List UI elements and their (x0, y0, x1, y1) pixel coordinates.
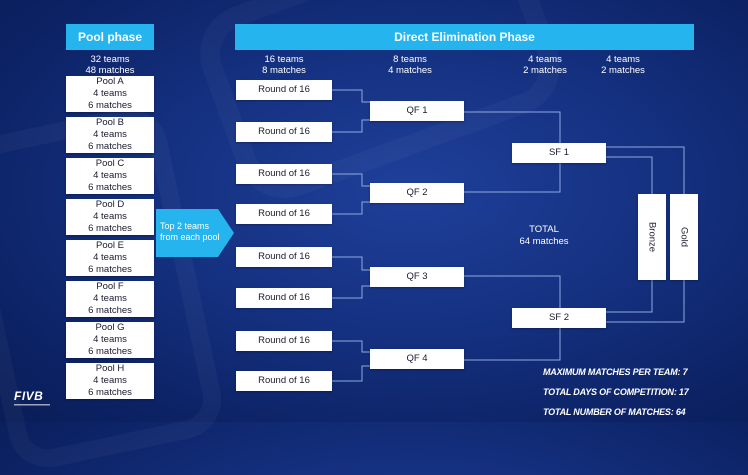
column-matches: 2 matches (601, 65, 645, 76)
pool-teams: 4 teams (93, 252, 127, 263)
pool-h-box: Pool H 4 teams 6 matches (66, 363, 154, 399)
pool-name: Pool C (95, 158, 125, 169)
pool-name: Pool H (95, 363, 125, 374)
pool-teams: 4 teams (93, 293, 127, 304)
pool-matches: 6 matches (88, 346, 132, 357)
pool-matches: 6 matches (88, 305, 132, 316)
column-matches: 4 matches (388, 65, 432, 76)
round16-match-2: Round of 16 (236, 122, 332, 142)
pool-matches: 6 matches (88, 100, 132, 111)
pool-teams: 4 teams (93, 375, 127, 386)
pool-teams: 4 teams (93, 211, 127, 222)
pool-name: Pool B (96, 117, 124, 128)
pool-g-box: Pool G 4 teams 6 matches (66, 322, 154, 358)
pool-name: Pool G (95, 322, 125, 333)
pool-e-box: Pool E 4 teams 6 matches (66, 240, 154, 276)
fivb-logo: FIVB (14, 389, 44, 403)
quarterfinal-2: QF 2 (370, 183, 464, 203)
logo-tagline-icon (14, 404, 50, 406)
pool-a-box: Pool A 4 teams 6 matches (66, 76, 154, 112)
pool-matches: 6 matches (88, 264, 132, 275)
pool-phase-header: Pool phase (66, 24, 154, 50)
quarterfinal-1: QF 1 (370, 101, 464, 121)
pool-teams: 4 teams (93, 129, 127, 140)
stat-total-days: TOTAL DAYS OF COMPETITION: 17 (543, 387, 689, 397)
column-matches: 8 matches (262, 65, 306, 76)
pool-matches-count: 48 matches (85, 65, 135, 76)
column-teams: 16 teams (264, 54, 304, 65)
advance-arrow-icon (156, 209, 234, 257)
quarterfinal-4: QF 4 (370, 349, 464, 369)
pool-teams: 4 teams (93, 334, 127, 345)
round16-match-7: Round of 16 (236, 331, 332, 351)
bronze-label: Bronze (646, 221, 658, 253)
pool-name: Pool D (95, 199, 125, 210)
elimination-phase-header: Direct Elimination Phase (235, 24, 694, 50)
round16-match-3: Round of 16 (236, 164, 332, 184)
pool-name: Pool A (96, 76, 124, 87)
pool-matches: 6 matches (88, 223, 132, 234)
pool-matches: 6 matches (88, 182, 132, 193)
round16-match-8: Round of 16 (236, 371, 332, 391)
pool-teams-count: 32 teams (90, 54, 130, 65)
stat-max-matches: MAXIMUM MATCHES PER TEAM: 7 (543, 367, 688, 377)
pool-c-box: Pool C 4 teams 6 matches (66, 158, 154, 194)
column-teams: 4 teams (606, 54, 640, 65)
pool-matches: 6 matches (88, 387, 132, 398)
column-matches: 2 matches (523, 65, 567, 76)
pool-teams: 4 teams (93, 88, 127, 99)
total-matches: TOTAL 64 matches (508, 224, 580, 248)
quarterfinal-3: QF 3 (370, 267, 464, 287)
stat-total-matches: TOTAL NUMBER OF MATCHES: 64 (543, 407, 686, 417)
column-summary-r16: 16 teams 8 matches (244, 54, 324, 76)
pool-teams: 4 teams (93, 170, 127, 181)
round16-match-1: Round of 16 (236, 80, 332, 100)
pool-phase-summary: 32 teams 48 matches (66, 54, 154, 76)
column-teams: 4 teams (528, 54, 562, 65)
bracket-lines (332, 89, 685, 382)
round16-match-4: Round of 16 (236, 204, 332, 224)
column-summary-finals: 4 teams 2 matches (583, 54, 663, 76)
pool-d-box: Pool D 4 teams 6 matches (66, 199, 154, 235)
round16-match-5: Round of 16 (236, 247, 332, 267)
gold-match: Gold (670, 194, 698, 280)
pool-f-box: Pool F 4 teams 6 matches (66, 281, 154, 317)
pool-name: Pool F (96, 281, 124, 292)
total-label: TOTAL (529, 224, 559, 235)
semifinal-1: SF 1 (512, 143, 606, 163)
round16-match-6: Round of 16 (236, 288, 332, 308)
pool-name: Pool E (96, 240, 124, 251)
advance-label: Top 2 teams from each pool (160, 221, 220, 242)
column-summary-qf: 8 teams 4 matches (370, 54, 450, 76)
gold-label: Gold (678, 226, 690, 248)
pool-b-box: Pool B 4 teams 6 matches (66, 117, 154, 153)
total-value: 64 matches (519, 236, 569, 247)
column-summary-sf: 4 teams 2 matches (505, 54, 585, 76)
semifinal-2: SF 2 (512, 308, 606, 328)
bronze-match: Bronze (638, 194, 666, 280)
pool-matches: 6 matches (88, 141, 132, 152)
column-teams: 8 teams (393, 54, 427, 65)
